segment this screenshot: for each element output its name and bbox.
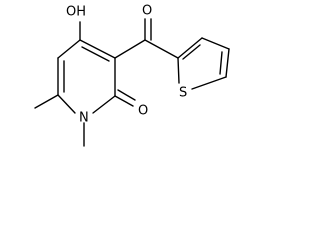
- bond-c6-n1: [57, 94, 76, 114]
- bond-thiophene-c2-s1: [177, 57, 180, 84]
- bond-c6-methyl: [34, 94, 59, 109]
- bond-carbonyl-thiophene: [144, 39, 179, 59]
- ketone-linker: [114, 18, 179, 59]
- bond-thiophene-c5-c4: [225, 48, 230, 78]
- carbonyl-oxygen-label: O: [142, 4, 152, 19]
- bond-n1-c2: [92, 95, 116, 114]
- ring-nitrogen-label: N: [79, 111, 89, 126]
- bond-thiophene-c5-c4-double: [219, 51, 223, 75]
- molecule-structure: OH O O N S: [34, 4, 230, 147]
- lactam-oxygen-label: O: [138, 104, 148, 119]
- bond-c3-c4-double: [81, 46, 110, 62]
- bond-c2-lactam-oxygen-2: [117, 89, 136, 101]
- hydroxyl-label: OH: [66, 5, 86, 20]
- bond-thiophene-s1-c5: [191, 76, 227, 90]
- pyridinone-ring: [57, 39, 116, 114]
- bond-thiophene-c3-c2: [177, 37, 203, 59]
- bond-c3-c4: [79, 39, 116, 59]
- ring-substituents: [34, 21, 136, 147]
- bond-thiophene-c3-c2-double: [182, 44, 201, 60]
- bond-thiophene-c4-c3: [201, 37, 230, 50]
- bond-c2-lactam-oxygen-1: [114, 95, 134, 107]
- thiophene-sulfur-label: S: [179, 86, 187, 101]
- thiophene-ring: [177, 37, 230, 90]
- bond-c4-c5: [57, 39, 81, 59]
- bond-c3-carbonyl-carbon: [114, 39, 146, 59]
